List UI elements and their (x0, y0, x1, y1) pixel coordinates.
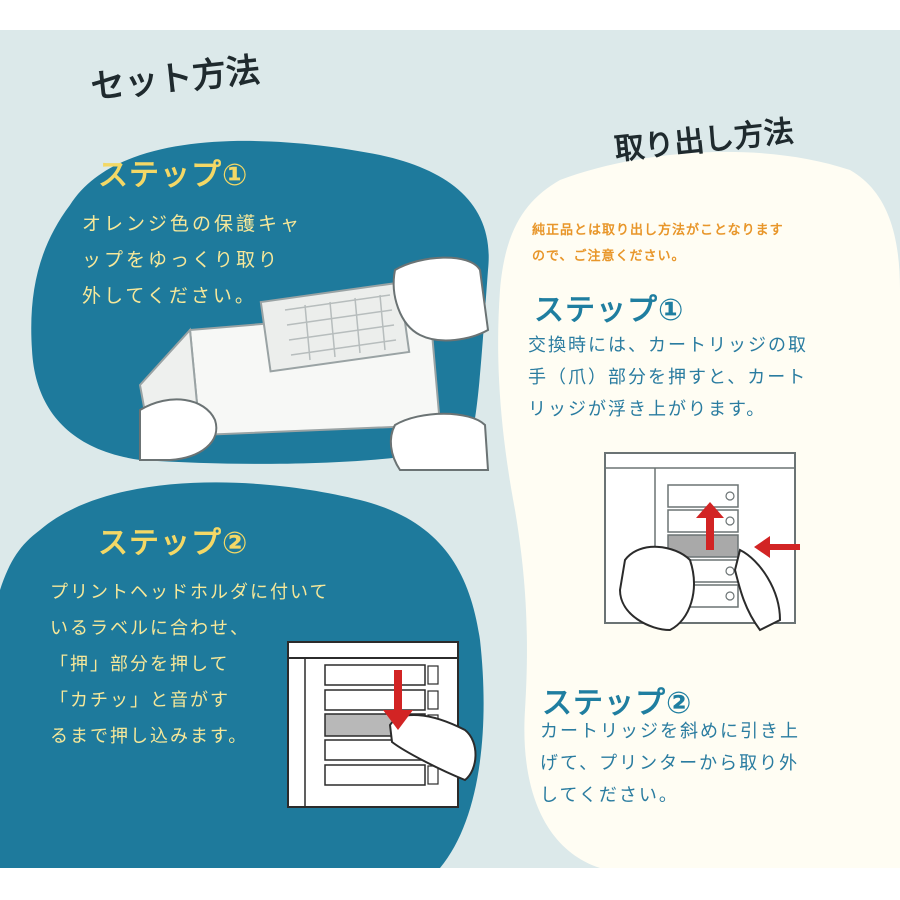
hand-lower (389, 412, 490, 471)
removal-step2-text: カートリッジを斜めに引き上 げて、プリンターから取り外 してください。 (540, 721, 800, 806)
set-step2-text: プリントヘッドホルダに付いて いるラベルに合わせ、 「押」部分を押して 「カチッ… (50, 582, 330, 747)
push-tab-arrow (754, 536, 800, 558)
thumb (139, 398, 218, 461)
holder-press-illustration (287, 641, 477, 808)
lifting-cartridge (667, 534, 739, 558)
hand-upper (392, 256, 490, 342)
set-step1-label: ステップ① (98, 158, 249, 193)
removal-step1-label: ステップ① (534, 293, 685, 328)
background-shapes (0, 140, 900, 868)
removal-note: 純正品とは取り出し方法がことなります ので、ご注意ください。 (532, 223, 784, 264)
removal-hand-fingers (733, 548, 782, 632)
pressing-finger (388, 714, 477, 782)
instruction-panel: セット方法 取り出し方法 ステップ① オレンジ色の保護キャ ップをゆっくり取り … (0, 30, 900, 868)
press-arrow (383, 670, 413, 730)
removal-step1-text: 交換時には、カートリッジの取 手（爪）部分を押すと、カート リッジが浮き上がりま… (528, 335, 808, 420)
removal-illustration (604, 452, 800, 632)
removal-step2-label: ステップ② (542, 686, 693, 721)
lift-arrow (696, 502, 724, 550)
set-step1-text: オレンジ色の保護キャ ップをゆっくり取り 外してください。 (82, 213, 303, 307)
set-step2-label: ステップ② (98, 526, 249, 561)
removal-hand (618, 545, 695, 632)
cartridge-cap-illustration (138, 256, 490, 471)
